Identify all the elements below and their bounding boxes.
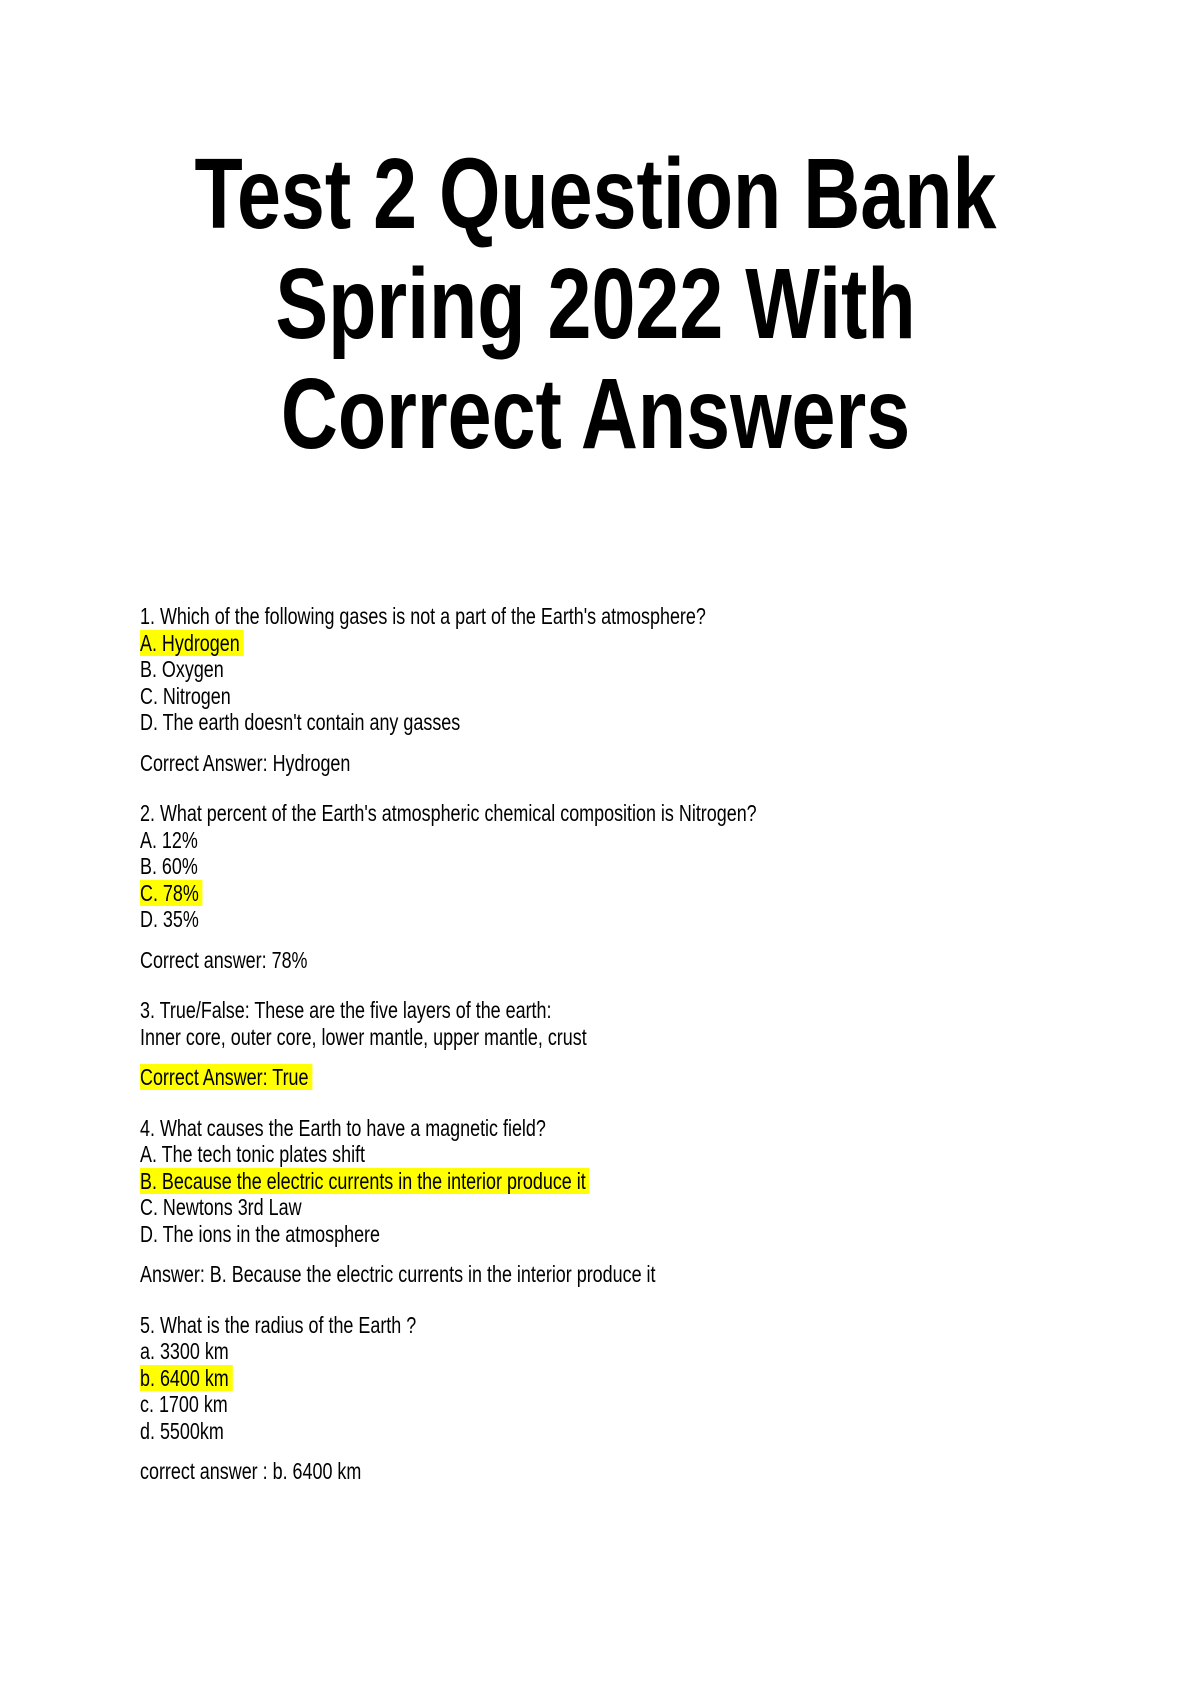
line-text: D. The ions in the atmosphere — [140, 1220, 381, 1247]
question-line: d. 5500km — [140, 1418, 757, 1445]
question-block: 3. True/False: These are the five layers… — [140, 997, 757, 1091]
question-block: 5. What is the radius of the Earth ?a. 3… — [140, 1312, 757, 1485]
answer-line: Answer: B. Because the electric currents… — [140, 1261, 757, 1288]
question-line: c. 1700 km — [140, 1391, 757, 1418]
highlighted-answer-text: Correct Answer: True — [140, 1064, 313, 1090]
question-block: 1. Which of the following gases is not a… — [140, 603, 757, 776]
question-line: 4. What causes the Earth to have a magne… — [140, 1115, 757, 1142]
answer-text: correct answer : b. 6400 km — [140, 1458, 362, 1484]
line-text: a. 3300 km — [140, 1338, 229, 1364]
question-line: A. Hydrogen — [140, 629, 757, 657]
line-text: A. 12% — [140, 826, 198, 853]
answer-text: Answer: B. Because the electric currents… — [140, 1261, 656, 1287]
line-text: B. 60% — [140, 853, 198, 879]
answer-line: correct answer : b. 6400 km — [140, 1458, 757, 1485]
document-title-line: Test 2 Question Bank — [194, 138, 997, 250]
question-line: Inner core, outer core, lower mantle, up… — [140, 1024, 757, 1051]
answer-line: Correct answer: 78% — [140, 947, 757, 974]
answer-paragraph: Answer: B. Because the electric currents… — [140, 1261, 757, 1288]
question-block: 4. What causes the Earth to have a magne… — [140, 1115, 757, 1288]
line-text: 2. What percent of the Earth's atmospher… — [140, 800, 757, 826]
highlighted-answer-text: A. Hydrogen — [140, 629, 244, 656]
question-line: A. The tech tonic plates shift — [140, 1141, 757, 1168]
line-text: Inner core, outer core, lower mantle, up… — [140, 1023, 587, 1050]
question-line: a. 3300 km — [140, 1338, 757, 1365]
answer-paragraph: Correct answer: 78% — [140, 947, 757, 974]
question-line: 3. True/False: These are the five layers… — [140, 997, 757, 1024]
question-line: B. Because the electric currents in the … — [140, 1167, 757, 1195]
question-line: 2. What percent of the Earth's atmospher… — [140, 800, 757, 827]
line-text: c. 1700 km — [140, 1391, 228, 1417]
line-text: C. Nitrogen — [140, 682, 231, 709]
answer-text: Correct answer: 78% — [140, 946, 308, 973]
question-line: D. The ions in the atmosphere — [140, 1221, 757, 1248]
question-paragraph: 5. What is the radius of the Earth ?a. 3… — [140, 1312, 757, 1445]
line-text: C. Newtons 3rd Law — [140, 1194, 302, 1220]
answer-text: Correct Answer: Hydrogen — [140, 749, 351, 776]
line-text: B. Oxygen — [140, 656, 224, 682]
question-line: D. The earth doesn't contain any gasses — [140, 709, 757, 736]
document-title-line: Spring 2022 With — [275, 248, 916, 360]
line-text: A. The tech tonic plates shift — [140, 1141, 366, 1167]
line-text: 5. What is the radius of the Earth ? — [140, 1311, 417, 1338]
line-text: 1. Which of the following gases is not a… — [140, 603, 706, 629]
answer-paragraph: Correct Answer: Hydrogen — [140, 750, 757, 777]
question-line: C. Nitrogen — [140, 683, 757, 710]
document-title-line: Correct Answers — [280, 358, 911, 470]
question-line: A. 12% — [140, 827, 757, 854]
highlighted-answer-text: B. Because the electric currents in the … — [140, 1167, 590, 1194]
question-paragraph: 3. True/False: These are the five layers… — [140, 997, 757, 1050]
question-block: 2. What percent of the Earth's atmospher… — [140, 800, 757, 973]
question-paragraph: 1. Which of the following gases is not a… — [140, 603, 757, 736]
line-text: d. 5500km — [140, 1417, 224, 1444]
question-line: 1. Which of the following gases is not a… — [140, 603, 757, 630]
answer-line: Correct Answer: True — [140, 1064, 757, 1091]
question-line: B. Oxygen — [140, 656, 757, 683]
line-text: 3. True/False: These are the five layers… — [140, 997, 552, 1023]
line-text: D. 35% — [140, 906, 199, 932]
question-line: B. 60% — [140, 853, 757, 880]
document-body: 1. Which of the following gases is not a… — [140, 603, 757, 1509]
question-line: b. 6400 km — [140, 1364, 757, 1392]
highlighted-answer-text: C. 78% — [140, 879, 203, 906]
question-line: 5. What is the radius of the Earth ? — [140, 1312, 757, 1339]
question-line: C. Newtons 3rd Law — [140, 1194, 757, 1221]
line-text: 4. What causes the Earth to have a magne… — [140, 1114, 546, 1141]
question-paragraph: 2. What percent of the Earth's atmospher… — [140, 800, 757, 933]
answer-line: Correct Answer: Hydrogen — [140, 750, 757, 777]
answer-paragraph: correct answer : b. 6400 km — [140, 1458, 757, 1485]
question-line: D. 35% — [140, 906, 757, 933]
question-line: C. 78% — [140, 879, 757, 907]
highlighted-answer-text: b. 6400 km — [140, 1364, 233, 1391]
answer-paragraph: Correct Answer: True — [140, 1064, 757, 1091]
line-text: D. The earth doesn't contain any gasses — [140, 709, 461, 735]
question-paragraph: 4. What causes the Earth to have a magne… — [140, 1115, 757, 1248]
